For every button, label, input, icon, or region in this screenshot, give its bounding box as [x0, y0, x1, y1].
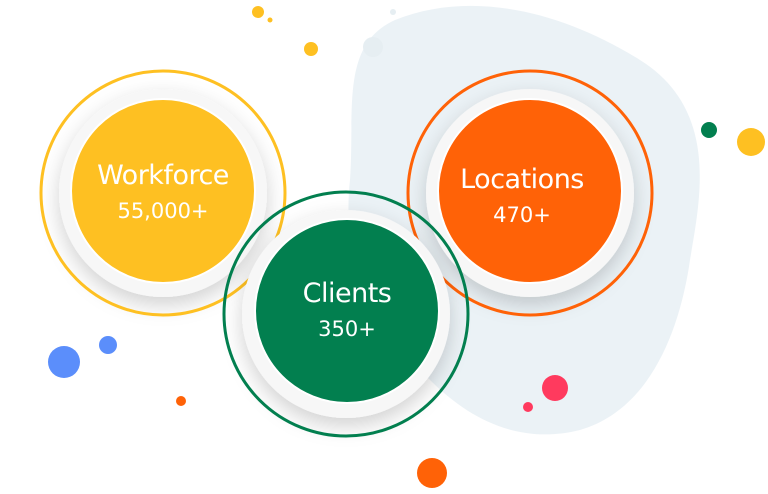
stat-locations: Locations 470+: [429, 164, 615, 230]
workforce-circle: [39, 69, 287, 317]
stat-label: Workforce: [97, 160, 229, 191]
decorative-dots: [48, 6, 765, 488]
clients-circle: [222, 190, 470, 438]
stat-value: 470+: [493, 203, 551, 227]
stat-clients: Clients 350+: [254, 278, 440, 344]
stat-workforce: Workforce 55,000+: [70, 160, 256, 226]
stat-label: Clients: [302, 278, 392, 309]
stat-value: 55,000+: [117, 199, 209, 223]
locations-circle: [406, 69, 654, 317]
stat-value: 350+: [318, 317, 376, 341]
stat-label: Locations: [460, 164, 584, 195]
